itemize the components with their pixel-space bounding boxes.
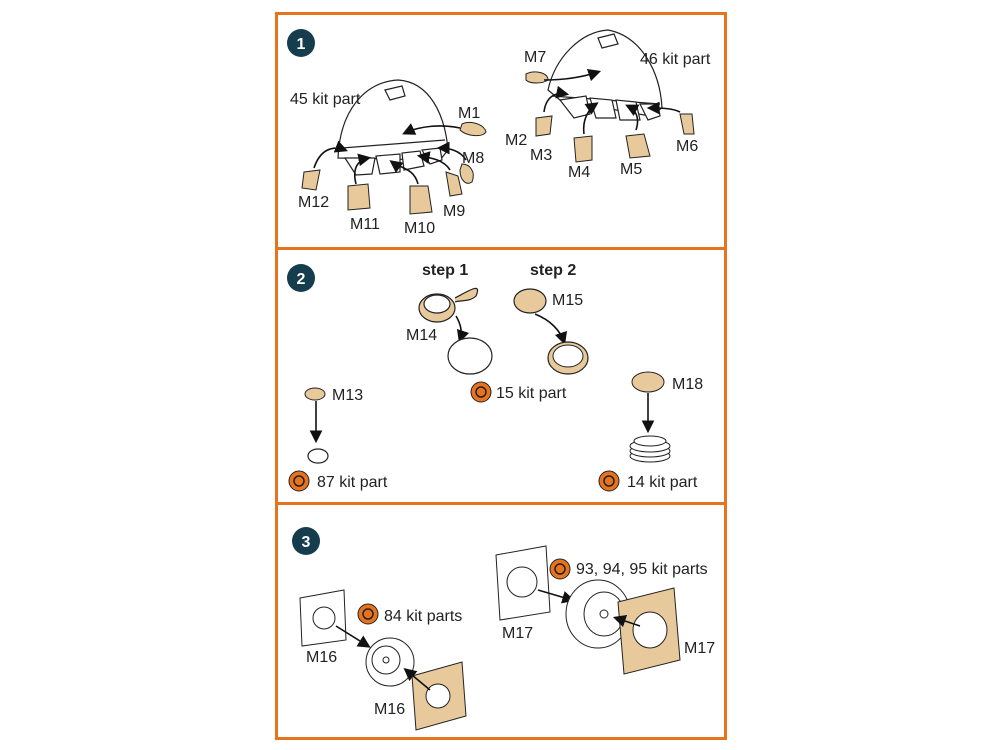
label-m7: M7 [524,49,546,66]
kit-icon-87 [288,470,310,492]
label-m17-a: M17 [502,625,533,642]
label-46-kit-part: 46 kit part [640,51,711,68]
label-m12: M12 [298,194,329,211]
label-m14: M14 [406,327,437,344]
masks-left [301,121,487,215]
label-m17-b: M17 [684,640,715,657]
m16-sheet-b [411,661,467,731]
kit-14-stack [629,435,671,463]
label-m9: M9 [443,203,465,220]
wheel-93-94-95 [565,579,631,649]
step-badge-1 [287,29,315,57]
label-m15: M15 [552,292,583,309]
label-m16-a: M16 [306,649,337,666]
label-step-2: step 2 [530,262,576,279]
step-badge-2 [287,264,315,292]
masks-right [525,71,695,163]
step-number-1: 1 [297,36,306,53]
label-m5: M5 [620,161,642,178]
kit-15-wheel-a [447,337,493,375]
label-m10: M10 [404,220,435,237]
kit-icon-14 [598,470,620,492]
label-m8: M8 [462,150,484,167]
label-m4: M4 [568,164,590,181]
label-step-1: step 1 [422,262,468,279]
label-14-kit-part: 14 kit part [627,474,698,491]
label-m1: M1 [458,105,480,122]
label-87-kit-part: 87 kit part [317,474,388,491]
step-number-2: 2 [297,271,306,288]
label-45-kit-part: 45 kit part [290,91,361,108]
label-m18: M18 [672,376,703,393]
m17-sheet-a [495,545,551,621]
m13-disc [304,387,326,401]
step-badge-3 [292,527,320,555]
m18-disc [631,371,665,393]
kit-icon-84 [357,603,379,625]
label-m6: M6 [676,138,698,155]
m17-sheet-b [617,587,681,675]
label-93-94-95-kit-parts: 93, 94, 95 kit parts [576,561,708,578]
label-m13: M13 [332,387,363,404]
step-number-3: 3 [302,534,311,551]
kit-icon-93-94-95 [549,558,571,580]
m16-sheet-a [299,589,347,647]
canopy-46 [547,29,663,121]
label-15-kit-part: 15 kit part [496,385,567,402]
wheel-84 [365,637,415,687]
label-m3: M3 [530,147,552,164]
label-m16-b: M16 [374,701,405,718]
m15-disc [513,288,547,314]
label-m2: M2 [505,132,527,149]
kit-icon-15 [470,381,492,403]
m14-ring [418,287,479,323]
label-84-kit-parts: 84 kit parts [384,608,462,625]
label-m11: M11 [350,216,380,233]
kit-87-part [307,448,329,464]
